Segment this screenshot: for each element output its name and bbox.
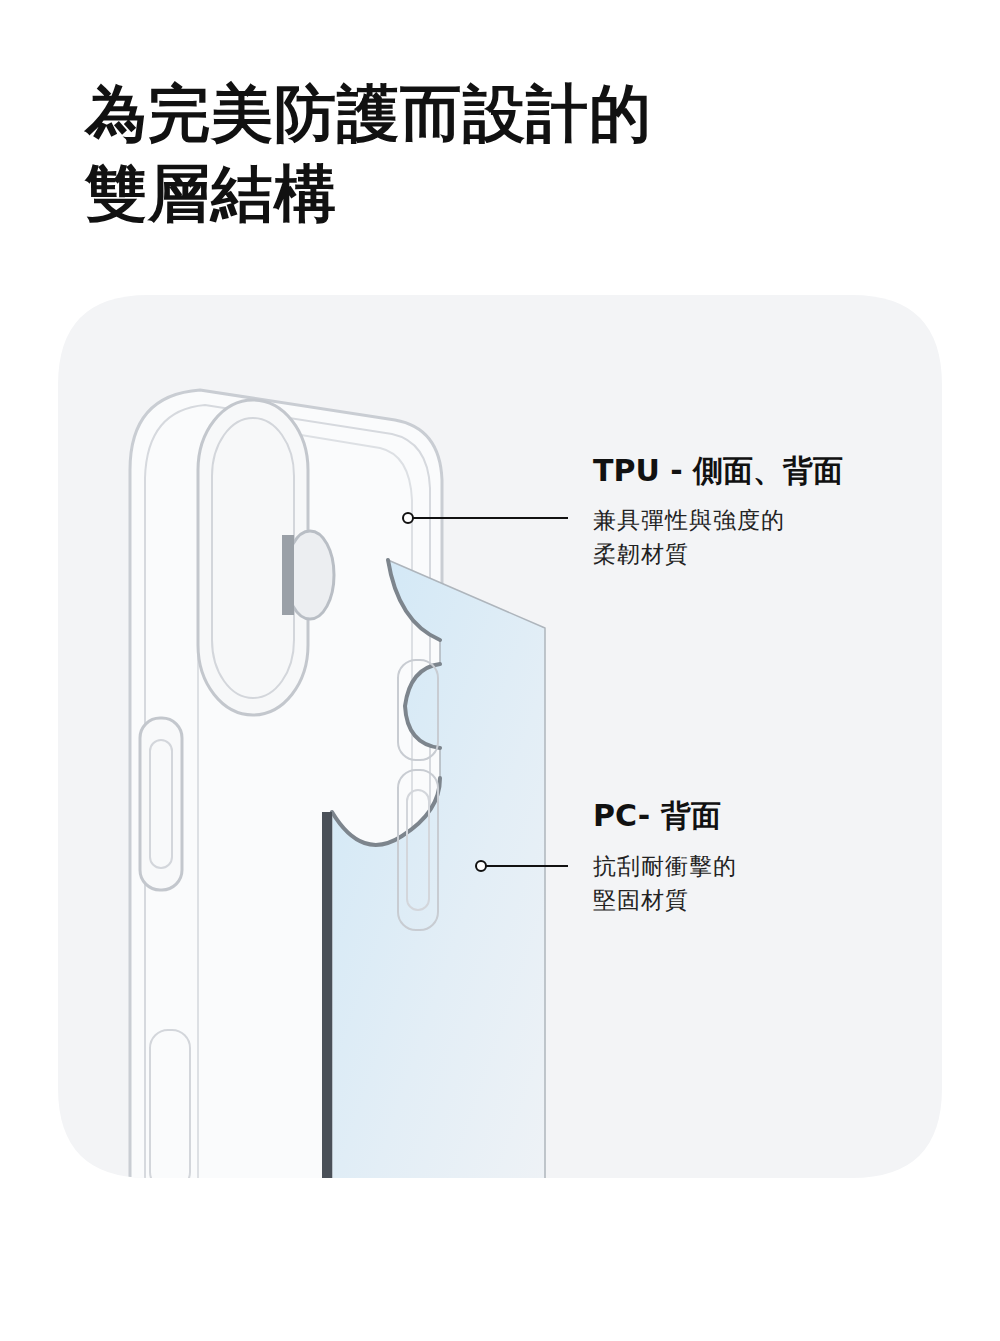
leader-dot: [403, 513, 413, 523]
camera-cutout: [198, 400, 308, 715]
camera-lens: [282, 535, 294, 615]
leader-line: [413, 517, 568, 519]
callout-text: 抗刮耐衝擊的 堅固材質: [593, 849, 757, 917]
side-button: [398, 770, 438, 930]
callout-text: 兼具彈性與強度的 柔韌材質: [593, 503, 805, 571]
callout-heading: TPU - 側面、背面: [593, 452, 843, 490]
side-button: [398, 660, 438, 760]
page-title: 為完美防護而設計的 雙層結構: [85, 74, 725, 234]
callout-heading: PC- 背面: [593, 797, 721, 835]
side-button: [140, 718, 182, 890]
side-slot: [150, 1030, 190, 1190]
pc-plate: [332, 560, 545, 1180]
camera-cutout: [212, 418, 294, 698]
pc-plate-edge: [332, 560, 440, 845]
leader-line: [486, 865, 568, 867]
pc-plate-edge: [322, 812, 332, 1182]
side-button: [150, 740, 172, 868]
leader-dot: [476, 861, 486, 871]
side-button: [407, 790, 429, 910]
